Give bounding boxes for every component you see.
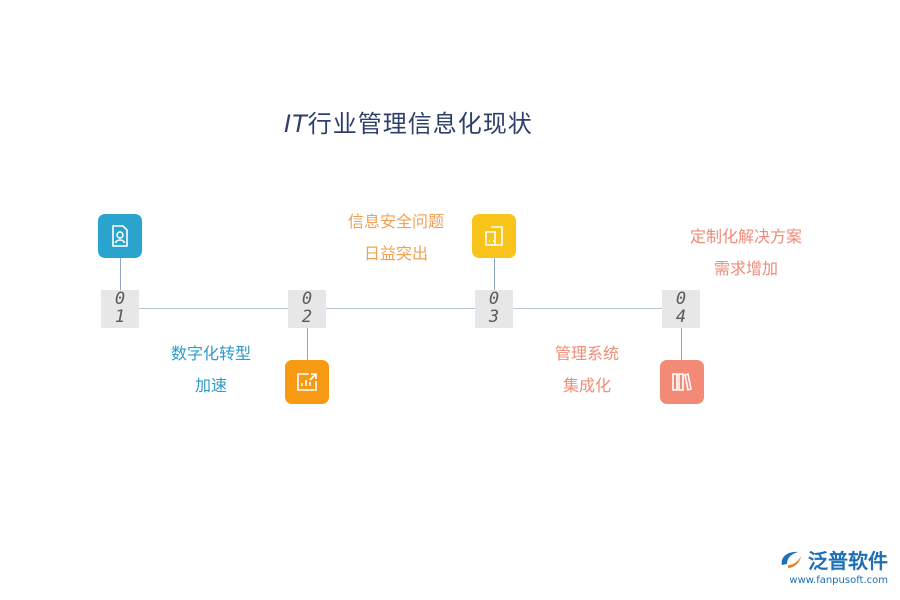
step-1-stem — [120, 258, 121, 290]
step-1-icon-box — [98, 214, 142, 258]
step-4-line2: 需求增加 — [713, 259, 778, 278]
title-rest: 行业管理信息化现状 — [307, 110, 533, 138]
logo-mark-icon — [781, 551, 801, 568]
step-4-num-b: 4 — [675, 307, 687, 327]
step-2-icon-box — [285, 360, 329, 404]
step-number-2: 0 2 — [288, 290, 326, 328]
documents-icon — [485, 226, 503, 246]
step-4-icon-box — [660, 360, 704, 404]
step-2-num-b: 2 — [301, 307, 313, 327]
step-4-line1: 定制化解决方案 — [689, 227, 802, 246]
step-3-num-b: 3 — [488, 307, 500, 327]
logo-url: www.fanpusoft.com — [789, 575, 888, 586]
step-3-label: 管理系统 集成化 — [526, 338, 648, 402]
brand-logo: 泛普软件 www.fanpusoft.com — [778, 545, 888, 586]
logo-name: 泛普软件 — [808, 549, 888, 573]
step-2-stem — [307, 328, 308, 360]
page-title: IT行业管理信息化现状 — [284, 104, 533, 139]
step-1-line2: 加速 — [194, 376, 227, 395]
step-4-num-a: 0 — [675, 289, 687, 309]
step-3-icon-box — [472, 214, 516, 258]
step-1-num-a: 0 — [114, 289, 126, 309]
chart-arrow-icon — [297, 373, 317, 391]
step-4-stem — [681, 328, 682, 360]
step-3-line2: 集成化 — [562, 376, 611, 395]
timeline-line — [120, 308, 685, 309]
step-2-num-a: 0 — [301, 289, 313, 309]
step-number-3: 0 3 — [475, 290, 513, 328]
step-4-label: 定制化解决方案 需求增加 — [668, 221, 824, 285]
step-number-4: 0 4 — [662, 290, 700, 328]
books-icon — [672, 372, 692, 392]
step-3-stem — [494, 258, 495, 290]
step-2-label: 信息安全问题 日益突出 — [333, 206, 459, 270]
step-3-line1: 管理系统 — [554, 344, 619, 363]
step-number-1: 0 1 — [101, 290, 139, 328]
step-2-line1: 信息安全问题 — [347, 212, 444, 231]
step-1-num-b: 1 — [114, 307, 126, 327]
step-3-num-a: 0 — [488, 289, 500, 309]
title-prefix: IT — [284, 110, 308, 138]
step-2-line2: 日益突出 — [363, 244, 428, 263]
step-1-line1: 数字化转型 — [170, 344, 251, 363]
step-1-label: 数字化转型 加速 — [148, 338, 274, 402]
document-person-icon — [112, 225, 128, 247]
